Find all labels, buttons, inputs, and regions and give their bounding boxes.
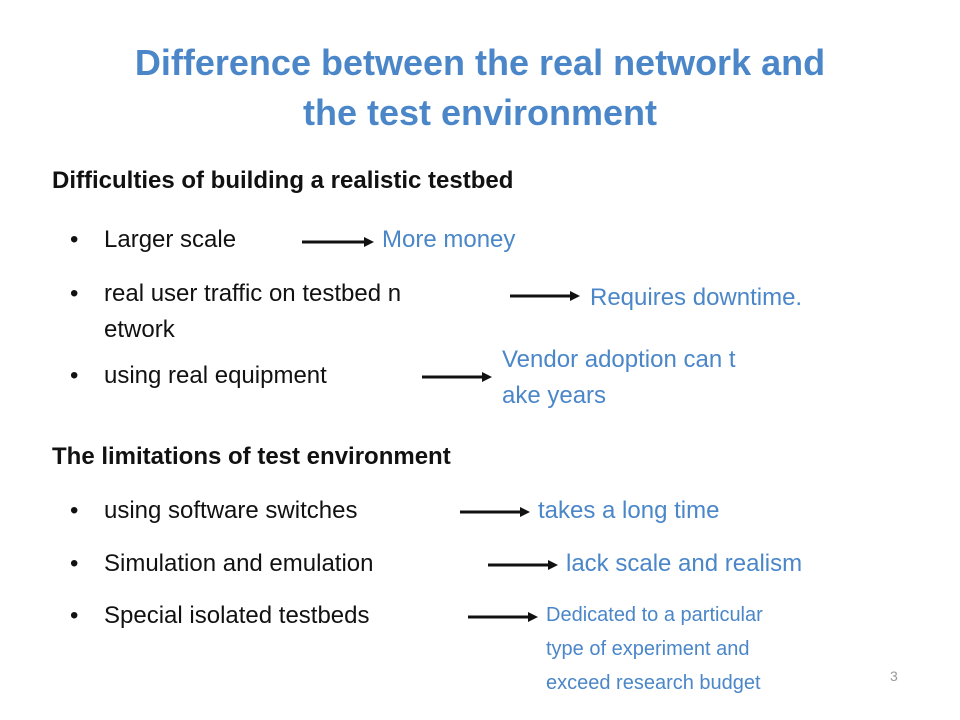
result-line-1: Dedicated to a particular bbox=[546, 604, 763, 626]
arrow-right-icon bbox=[468, 612, 538, 622]
arrow-right-icon bbox=[460, 507, 530, 517]
result-text: takes a long time bbox=[538, 497, 720, 524]
section-heading-difficulties: Difficulties of building a realistic tes… bbox=[52, 167, 514, 194]
title-line-2: the test environment bbox=[302, 92, 658, 133]
bullet-dot: • bbox=[70, 362, 79, 389]
bullet-dot: • bbox=[70, 280, 79, 307]
arrow-right-icon bbox=[488, 560, 558, 570]
list-item: • using real equipment bbox=[70, 358, 327, 394]
list-item-text-continued: etwork bbox=[104, 316, 175, 343]
result-text: More money bbox=[382, 226, 516, 253]
list-item-text: using software switches bbox=[104, 497, 358, 524]
bullet-dot: • bbox=[70, 602, 79, 629]
list-item-text: Simulation and emulation bbox=[104, 550, 374, 577]
arrow-right-icon bbox=[510, 291, 580, 301]
result-text: Vendor adoption can t ake years bbox=[502, 342, 736, 414]
bullet-dot: • bbox=[70, 550, 79, 577]
list-item: • Special isolated testbeds bbox=[70, 598, 370, 634]
result-text: Dedicated to a particular type of experi… bbox=[546, 598, 763, 700]
list-item-text: Special isolated testbeds bbox=[104, 602, 370, 629]
page-number: 3 bbox=[890, 668, 898, 684]
list-item: • Simulation and emulation bbox=[70, 546, 374, 582]
result-text: Requires downtime. bbox=[590, 284, 803, 311]
arrow-right-icon bbox=[302, 237, 374, 247]
bullet-dot: • bbox=[70, 497, 79, 524]
section-heading-limitations: The limitations of test environment bbox=[52, 443, 451, 470]
title-line-1: Difference between the real network and bbox=[134, 42, 826, 83]
result-line-3: exceed research budget bbox=[546, 672, 761, 694]
list-item: • Larger scale bbox=[70, 222, 236, 258]
list-item-text: Larger scale bbox=[104, 226, 237, 253]
slide-title: Difference between the real network and … bbox=[40, 38, 920, 138]
list-item-text: using real equipment bbox=[104, 362, 327, 389]
bullet-dot: • bbox=[70, 226, 79, 253]
result-line-1: Vendor adoption can t bbox=[502, 346, 736, 373]
list-item: • using software switches bbox=[70, 493, 357, 529]
list-item: • real user traffic on testbed n bbox=[70, 276, 401, 312]
arrow-right-icon bbox=[422, 372, 492, 382]
list-item-text: real user traffic on testbed n bbox=[104, 280, 402, 307]
result-text: lack scale and realism bbox=[566, 550, 803, 577]
result-line-2: type of experiment and bbox=[546, 638, 750, 660]
result-line-2: ake years bbox=[502, 382, 607, 409]
